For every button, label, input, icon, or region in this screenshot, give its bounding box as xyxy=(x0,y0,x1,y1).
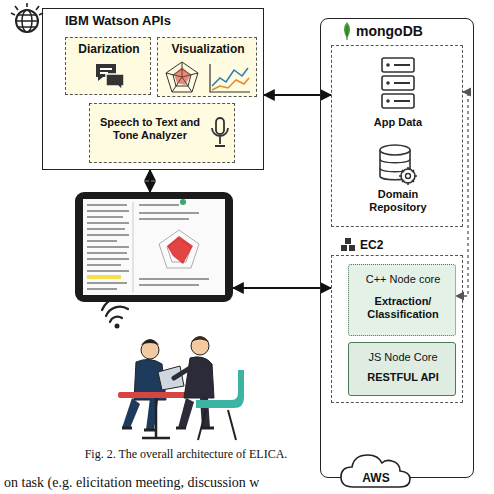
tablet-device xyxy=(75,192,233,302)
api-group-box: IBM Watson APIsDiarization VisualizationS… xyxy=(42,8,264,170)
chat-icon xyxy=(94,62,126,90)
group-title: IBM Watson APIs xyxy=(65,13,171,28)
service-box: Visualization xyxy=(157,37,257,97)
store-label: App Data xyxy=(354,116,442,129)
region-heading: mongoDB xyxy=(356,23,423,40)
compute-region: EC2C++ Node coreExtraction/ Classificati… xyxy=(331,255,463,403)
dashed-connector xyxy=(456,92,468,296)
globe-icon xyxy=(9,1,45,37)
cloud-platform-box: AWSmongoDBApp DataDomain RepositoryEC2C+… xyxy=(320,18,474,478)
figure-caption: Fig. 2. The overall architecture of ELIC… xyxy=(58,447,314,462)
store-label: Domain Repository xyxy=(350,188,446,214)
service-label: Visualization xyxy=(158,42,258,56)
arrow-connector xyxy=(149,170,151,192)
database-icon xyxy=(378,142,418,186)
service-box: Diarization xyxy=(65,37,151,95)
data-store: Domain Repository xyxy=(350,140,446,224)
tablet-screen xyxy=(75,192,233,302)
service-label: Speech to Text and Tone Analyzer xyxy=(94,116,206,142)
process-title: C++ Node core xyxy=(353,273,453,286)
server-icon xyxy=(380,56,416,110)
service-label: Diarization xyxy=(66,42,152,56)
chart-icon xyxy=(164,60,252,96)
process-detail: Extraction/ Classification xyxy=(353,295,453,321)
leaf-icon xyxy=(342,21,352,41)
microphone-icon xyxy=(210,116,230,150)
process-detail: RESTFUL API xyxy=(353,371,453,384)
platform-label: AWS xyxy=(341,471,411,485)
body-text: on task (e.g. elicitation meeting, discu… xyxy=(4,475,259,491)
process-title: JS Node Core xyxy=(353,351,453,364)
cubes-icon xyxy=(340,237,356,253)
process-box: C++ Node coreExtraction/ Classification xyxy=(348,264,456,336)
database-region: mongoDBApp DataDomain Repository xyxy=(331,45,463,227)
arrow-connector xyxy=(233,287,331,289)
data-store: App Data xyxy=(354,54,442,136)
process-box: JS Node CoreRESTFUL API xyxy=(348,342,456,396)
service-box: Speech to Text and Tone Analyzer xyxy=(89,103,235,163)
region-heading: EC2 xyxy=(360,238,383,252)
